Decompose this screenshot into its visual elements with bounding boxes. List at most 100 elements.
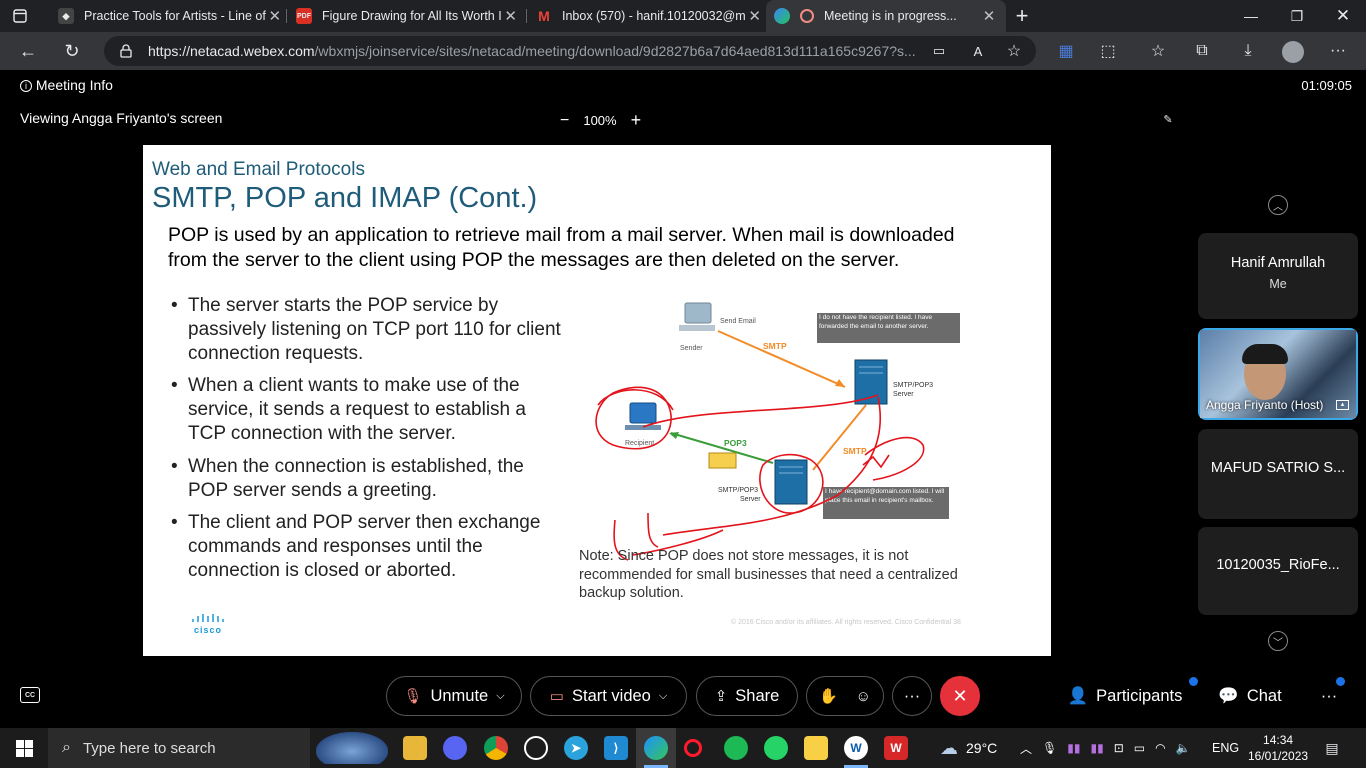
more-options-button[interactable]: ··· [892, 676, 932, 716]
scroll-down-icon[interactable]: ﹀ [1268, 631, 1288, 651]
zoom-in-button[interactable]: + [630, 110, 642, 130]
webex-app-icon[interactable]: W [844, 736, 868, 760]
webex-active-underline [844, 765, 868, 768]
favorite-add-icon[interactable]: ☆ [1006, 43, 1022, 60]
discord-icon[interactable] [443, 736, 467, 760]
envelope-icon [708, 452, 737, 469]
grid-extension-icon[interactable]: ▦ [1058, 43, 1074, 60]
callout-top-text: I do not have the recipient listed. I ha… [819, 314, 933, 330]
back-icon[interactable]: ← [19, 40, 37, 61]
slide-subtitle: Web and Email Protocols [152, 159, 365, 180]
cisco-bars-icon [192, 614, 224, 622]
slide-bullet: The server starts the POP service by pas… [171, 294, 568, 367]
collections-icon[interactable]: ⧉ [1196, 42, 1208, 59]
telegram-icon[interactable]: ➤ [564, 736, 588, 760]
url-field[interactable]: https://netacad.webex.com/wbxmjs/joinser… [104, 36, 1036, 66]
extensions-icon[interactable]: ⬚ [1100, 43, 1116, 60]
app-tray-icon-2[interactable]: ▮▮ [1090, 741, 1104, 755]
downloads-icon[interactable]: ⤓ [1244, 42, 1252, 59]
more-menu-icon[interactable]: ··· [1330, 42, 1346, 59]
steam-icon[interactable] [524, 736, 548, 760]
windows-start-icon[interactable] [14, 738, 34, 758]
notifications-icon[interactable]: ▤ [1325, 739, 1339, 756]
app-tray-icon[interactable]: ▮▮ [1067, 741, 1081, 755]
read-aloud-icon[interactable]: A [973, 43, 983, 59]
smtp-mid-label: SMTP [843, 446, 867, 456]
file-explorer-icon[interactable] [403, 736, 427, 760]
chat-button[interactable]: 💬 Chat [1218, 686, 1282, 705]
clock[interactable]: 14:34 16/01/2023 [1248, 733, 1309, 763]
volume-icon[interactable]: 🔈 [1175, 741, 1191, 755]
window-close-icon[interactable]: ✕ [1335, 6, 1351, 25]
spotify-icon[interactable] [724, 736, 748, 760]
restore-icon[interactable]: ❐ [1290, 7, 1304, 24]
search-highlight-art-icon [316, 732, 388, 764]
participant-tile-host[interactable]: Angga Friyanto (Host) ▴ [1198, 328, 1358, 420]
slide-bullet: When a client wants to make use of the s… [171, 374, 568, 447]
sender-label: Sender [680, 345, 703, 352]
tab-actions-icon[interactable] [10, 6, 30, 26]
more-panels-button[interactable]: ··· [1312, 676, 1346, 716]
sender-computer-icon [679, 302, 715, 331]
show-hidden-icons-icon[interactable]: ︿ [1020, 741, 1033, 756]
participant-tile[interactable]: 10120035_RioFe... [1198, 527, 1358, 615]
battery-icon[interactable]: ▭ [1133, 741, 1146, 755]
annotate-pen-icon[interactable]: ✎ [1163, 113, 1173, 126]
closed-captions-icon[interactable]: CC [20, 687, 40, 703]
meeting-info-button[interactable]: i Meeting Info [20, 77, 113, 93]
leave-meeting-button[interactable]: ✕ [940, 676, 980, 716]
meet-now-icon[interactable]: ⊡ [1113, 741, 1124, 755]
start-video-button[interactable]: ▭ Start video ⌵ [530, 676, 687, 716]
wifi-icon[interactable]: ◠ [1155, 741, 1166, 755]
smtp-top-label: SMTP [763, 341, 787, 351]
whatsapp-icon[interactable] [764, 736, 788, 760]
refresh-icon[interactable]: ↻ [64, 40, 80, 61]
weather-widget[interactable]: ☁ 29°C [940, 737, 998, 758]
favorites-icon[interactable]: ☆ [1150, 43, 1166, 60]
recipient-label: Recipient [625, 440, 654, 447]
taskbar-search[interactable]: ⌕ Type here to search [48, 728, 310, 768]
emoji-reaction-icon[interactable]: ☺ [855, 687, 871, 705]
close-icon[interactable]: ✕ [268, 8, 282, 25]
microphone-icon[interactable]: 🎙 [1042, 741, 1058, 755]
unmute-button[interactable]: 🎙 Unmute ⌵ [386, 676, 522, 716]
browser-tab-1[interactable]: ◆ Practice Tools for Artists - Line of ✕ [50, 0, 284, 32]
camera-blocked-icon[interactable]: ▭ [932, 43, 946, 58]
wps-office-icon[interactable]: W [884, 736, 908, 760]
close-icon[interactable]: ✕ [982, 8, 996, 25]
close-icon[interactable]: ✕ [504, 8, 517, 25]
profile-avatar-icon[interactable] [1282, 41, 1304, 63]
participant-tile[interactable]: MAFUD SATRIO S... [1198, 429, 1358, 519]
scroll-up-icon[interactable]: ︿ [1268, 195, 1288, 215]
reactions-group: ✋ ☺ [806, 676, 884, 716]
raise-hand-icon[interactable]: ✋ [818, 688, 838, 705]
close-icon[interactable]: ✕ [748, 8, 761, 25]
chevron-down-icon[interactable]: ⌵ [658, 689, 668, 702]
more-dots-icon: ··· [1320, 686, 1338, 705]
sticky-notes-icon[interactable] [804, 736, 828, 760]
chevron-down-icon[interactable]: ⌵ [496, 689, 505, 702]
share-button[interactable]: ⇪ Share [696, 676, 798, 716]
vscode-icon[interactable]: ⟩ [604, 736, 628, 760]
webex-icon [774, 8, 790, 24]
cube-icon: ◆ [58, 8, 74, 24]
chrome-icon[interactable] [484, 736, 508, 760]
participants-button[interactable]: 👤 Participants [1067, 686, 1183, 705]
browser-tab-2[interactable]: PDF Figure Drawing for All Its Worth I ✕ [288, 0, 524, 32]
opera-icon[interactable] [684, 739, 702, 757]
zoom-out-button[interactable]: − [560, 111, 570, 129]
minimize-icon[interactable]: — [1244, 8, 1258, 24]
callout-bottom-text: I have recipient@domain.com listed. I wi… [825, 488, 945, 504]
close-icon: ✕ [952, 685, 968, 706]
slide-bullet: When the connection is established, the … [171, 455, 568, 503]
language-indicator[interactable]: ENG [1212, 741, 1240, 755]
new-tab-icon[interactable]: + [1015, 3, 1029, 28]
browser-tab-4[interactable]: Meeting is in progress... ✕ [766, 0, 1006, 32]
participants-icon: 👤 [1067, 686, 1089, 705]
browser-tab-3[interactable]: M Inbox (570) - hanif.10120032@m ✕ [528, 0, 764, 32]
edge-icon[interactable] [644, 736, 668, 760]
participant-tile-me[interactable]: Hanif Amrullah Me [1198, 233, 1358, 319]
info-icon: i [20, 80, 32, 93]
viewing-label: Viewing Angga Friyanto's screen [20, 110, 223, 126]
callout-top-box [817, 313, 960, 343]
